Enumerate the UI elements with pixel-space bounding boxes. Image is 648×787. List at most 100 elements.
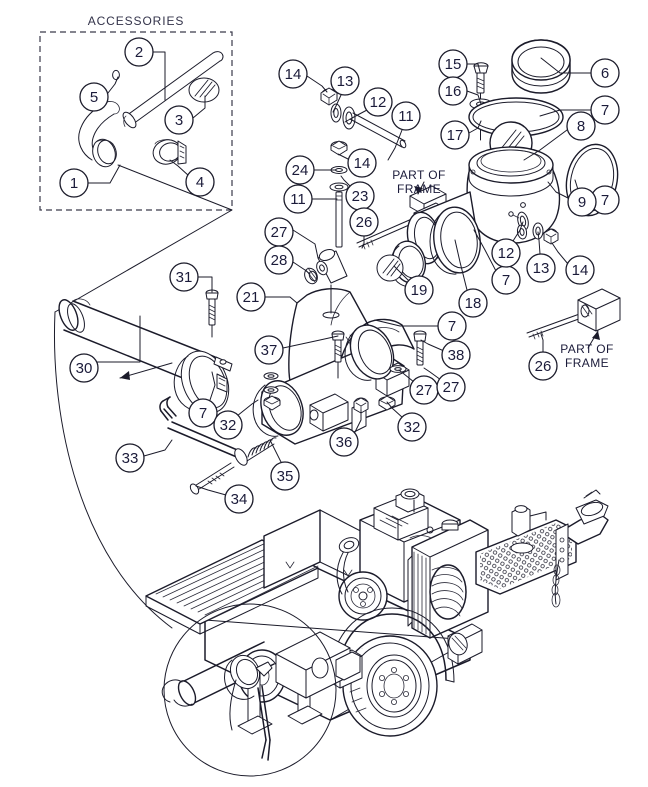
- callout-bubble-18[interactable]: 18: [458, 288, 488, 318]
- callout-bubble-4[interactable]: 4: [185, 167, 215, 197]
- callout-leader-30: [94, 315, 141, 363]
- callout-circle-3[interactable]: [164, 105, 194, 135]
- callout-circle-13b[interactable]: [526, 253, 556, 283]
- callout-circle-1[interactable]: [59, 168, 89, 198]
- callout-circle-18[interactable]: [458, 288, 488, 318]
- callout-bubble-27[interactable]: 27: [264, 217, 294, 247]
- part-of-frame-upper-line1: PART OF: [392, 168, 445, 182]
- callout-bubble-28[interactable]: 28: [264, 245, 294, 275]
- callout-circle-33[interactable]: [115, 443, 145, 473]
- callout-bubble-13[interactable]: 13: [330, 66, 360, 96]
- callout-circle-30[interactable]: [69, 353, 99, 383]
- callout-circle-17[interactable]: [440, 120, 470, 150]
- callout-bubble-26[interactable]: 26: [349, 207, 379, 237]
- callout-circle-8[interactable]: [566, 111, 596, 141]
- callout-bubble-14[interactable]: 14: [278, 59, 308, 89]
- callout-bubble-11[interactable]: 11: [391, 101, 421, 131]
- callout-bubble-33[interactable]: 33: [115, 443, 145, 473]
- callout-bubble-9[interactable]: 9: [567, 187, 597, 217]
- callout-bubble-5[interactable]: 5: [79, 82, 109, 112]
- callout-bubble-11b[interactable]: 11: [283, 184, 313, 214]
- callout-circle-7e[interactable]: [188, 398, 218, 428]
- callout-leader-37: [282, 335, 339, 349]
- callout-bubble-23[interactable]: 23: [345, 181, 375, 211]
- part-33-handle: [159, 396, 243, 459]
- callout-bubble-3[interactable]: 3: [164, 105, 194, 135]
- callout-circle-11b[interactable]: [283, 184, 313, 214]
- callout-bubble-13b[interactable]: 13: [526, 253, 556, 283]
- callout-leader-9: [547, 181, 569, 199]
- callout-circle-26[interactable]: [349, 207, 379, 237]
- callout-bubble-26b[interactable]: 26: [528, 351, 558, 381]
- callout-bubble-14b[interactable]: 14: [347, 148, 377, 178]
- callout-bubble-19[interactable]: 19: [404, 275, 434, 305]
- callout-bubble-34[interactable]: 34: [224, 484, 254, 514]
- callout-bubble-14c[interactable]: 14: [565, 255, 595, 285]
- part-15-bolt: [473, 62, 489, 141]
- callout-bubble-31[interactable]: 31: [169, 262, 199, 292]
- callout-bubble-16[interactable]: 16: [438, 76, 468, 106]
- callout-circle-34[interactable]: [224, 484, 254, 514]
- callout-circle-26b[interactable]: [528, 351, 558, 381]
- callout-bubble-32b[interactable]: 32: [397, 412, 427, 442]
- callout-circle-32[interactable]: [213, 410, 243, 440]
- callout-number-11b: 11: [290, 191, 306, 208]
- callout-bubble-37[interactable]: 37: [254, 335, 284, 365]
- callout-circle-14[interactable]: [278, 59, 308, 89]
- callout-circle-9[interactable]: [567, 187, 597, 217]
- callout-circle-6[interactable]: [590, 58, 620, 88]
- callout-circle-7d[interactable]: [437, 311, 467, 341]
- callout-bubble-12[interactable]: 12: [363, 87, 393, 117]
- callout-bubble-7c[interactable]: 7: [491, 265, 521, 295]
- part-37-hardware-stack: [263, 372, 281, 411]
- callout-bubble-8[interactable]: 8: [566, 111, 596, 141]
- callout-circle-28[interactable]: [264, 245, 294, 275]
- callout-bubble-30[interactable]: 30: [69, 353, 99, 383]
- callout-bubble-21[interactable]: 21: [236, 282, 266, 312]
- callout-circle-37[interactable]: [254, 335, 284, 365]
- callout-number-1: 1: [70, 175, 78, 192]
- callout-circle-14c[interactable]: [565, 255, 595, 285]
- callout-circle-24[interactable]: [285, 155, 315, 185]
- callout-bubble-15[interactable]: 15: [438, 49, 468, 79]
- callout-bubble-7e[interactable]: 7: [188, 398, 218, 428]
- callout-circle-27c[interactable]: [436, 372, 466, 402]
- callout-circle-19[interactable]: [404, 275, 434, 305]
- callout-circle-36[interactable]: [329, 427, 359, 457]
- callout-circle-12b[interactable]: [491, 238, 521, 268]
- callout-circle-4[interactable]: [185, 167, 215, 197]
- callout-bubble-36[interactable]: 36: [329, 427, 359, 457]
- callout-number-12: 12: [370, 94, 387, 111]
- callout-circle-13[interactable]: [330, 66, 360, 96]
- callout-bubble-2[interactable]: 2: [124, 37, 154, 67]
- accessories-leader-line: [54, 164, 233, 313]
- callout-circle-31[interactable]: [169, 262, 199, 292]
- callout-bubble-17[interactable]: 17: [440, 120, 470, 150]
- callout-bubble-35[interactable]: 35: [270, 461, 300, 491]
- callout-bubble-24[interactable]: 24: [285, 155, 315, 185]
- callout-circle-16[interactable]: [438, 76, 468, 106]
- callout-bubble-1[interactable]: 1: [59, 168, 89, 198]
- callout-circle-21[interactable]: [236, 282, 266, 312]
- callout-circle-5[interactable]: [79, 82, 109, 112]
- callout-leader-28: [292, 261, 311, 275]
- callout-bubble-7[interactable]: 7: [590, 95, 620, 125]
- callout-bubble-27c[interactable]: 27: [436, 372, 466, 402]
- callout-bubble-27b[interactable]: 27: [409, 375, 439, 405]
- callout-circle-7[interactable]: [590, 95, 620, 125]
- callout-circle-38[interactable]: [441, 340, 471, 370]
- callout-bubble-6[interactable]: 6: [590, 58, 620, 88]
- callout-bubble-32[interactable]: 32: [213, 410, 243, 440]
- callout-circle-12[interactable]: [363, 87, 393, 117]
- callout-circle-32b[interactable]: [397, 412, 427, 442]
- callout-circle-11[interactable]: [391, 101, 421, 131]
- callout-leader-7: [209, 371, 216, 401]
- callout-bubble-38[interactable]: 38: [441, 340, 471, 370]
- part-long-pipe: [122, 51, 224, 129]
- callout-bubble-12b[interactable]: 12: [491, 238, 521, 268]
- callout-bubble-7d[interactable]: 7: [437, 311, 467, 341]
- callout-circle-2[interactable]: [124, 37, 154, 67]
- callout-circle-35[interactable]: [270, 461, 300, 491]
- callout-leader-26: [361, 235, 365, 249]
- callout-circle-14b[interactable]: [347, 148, 377, 178]
